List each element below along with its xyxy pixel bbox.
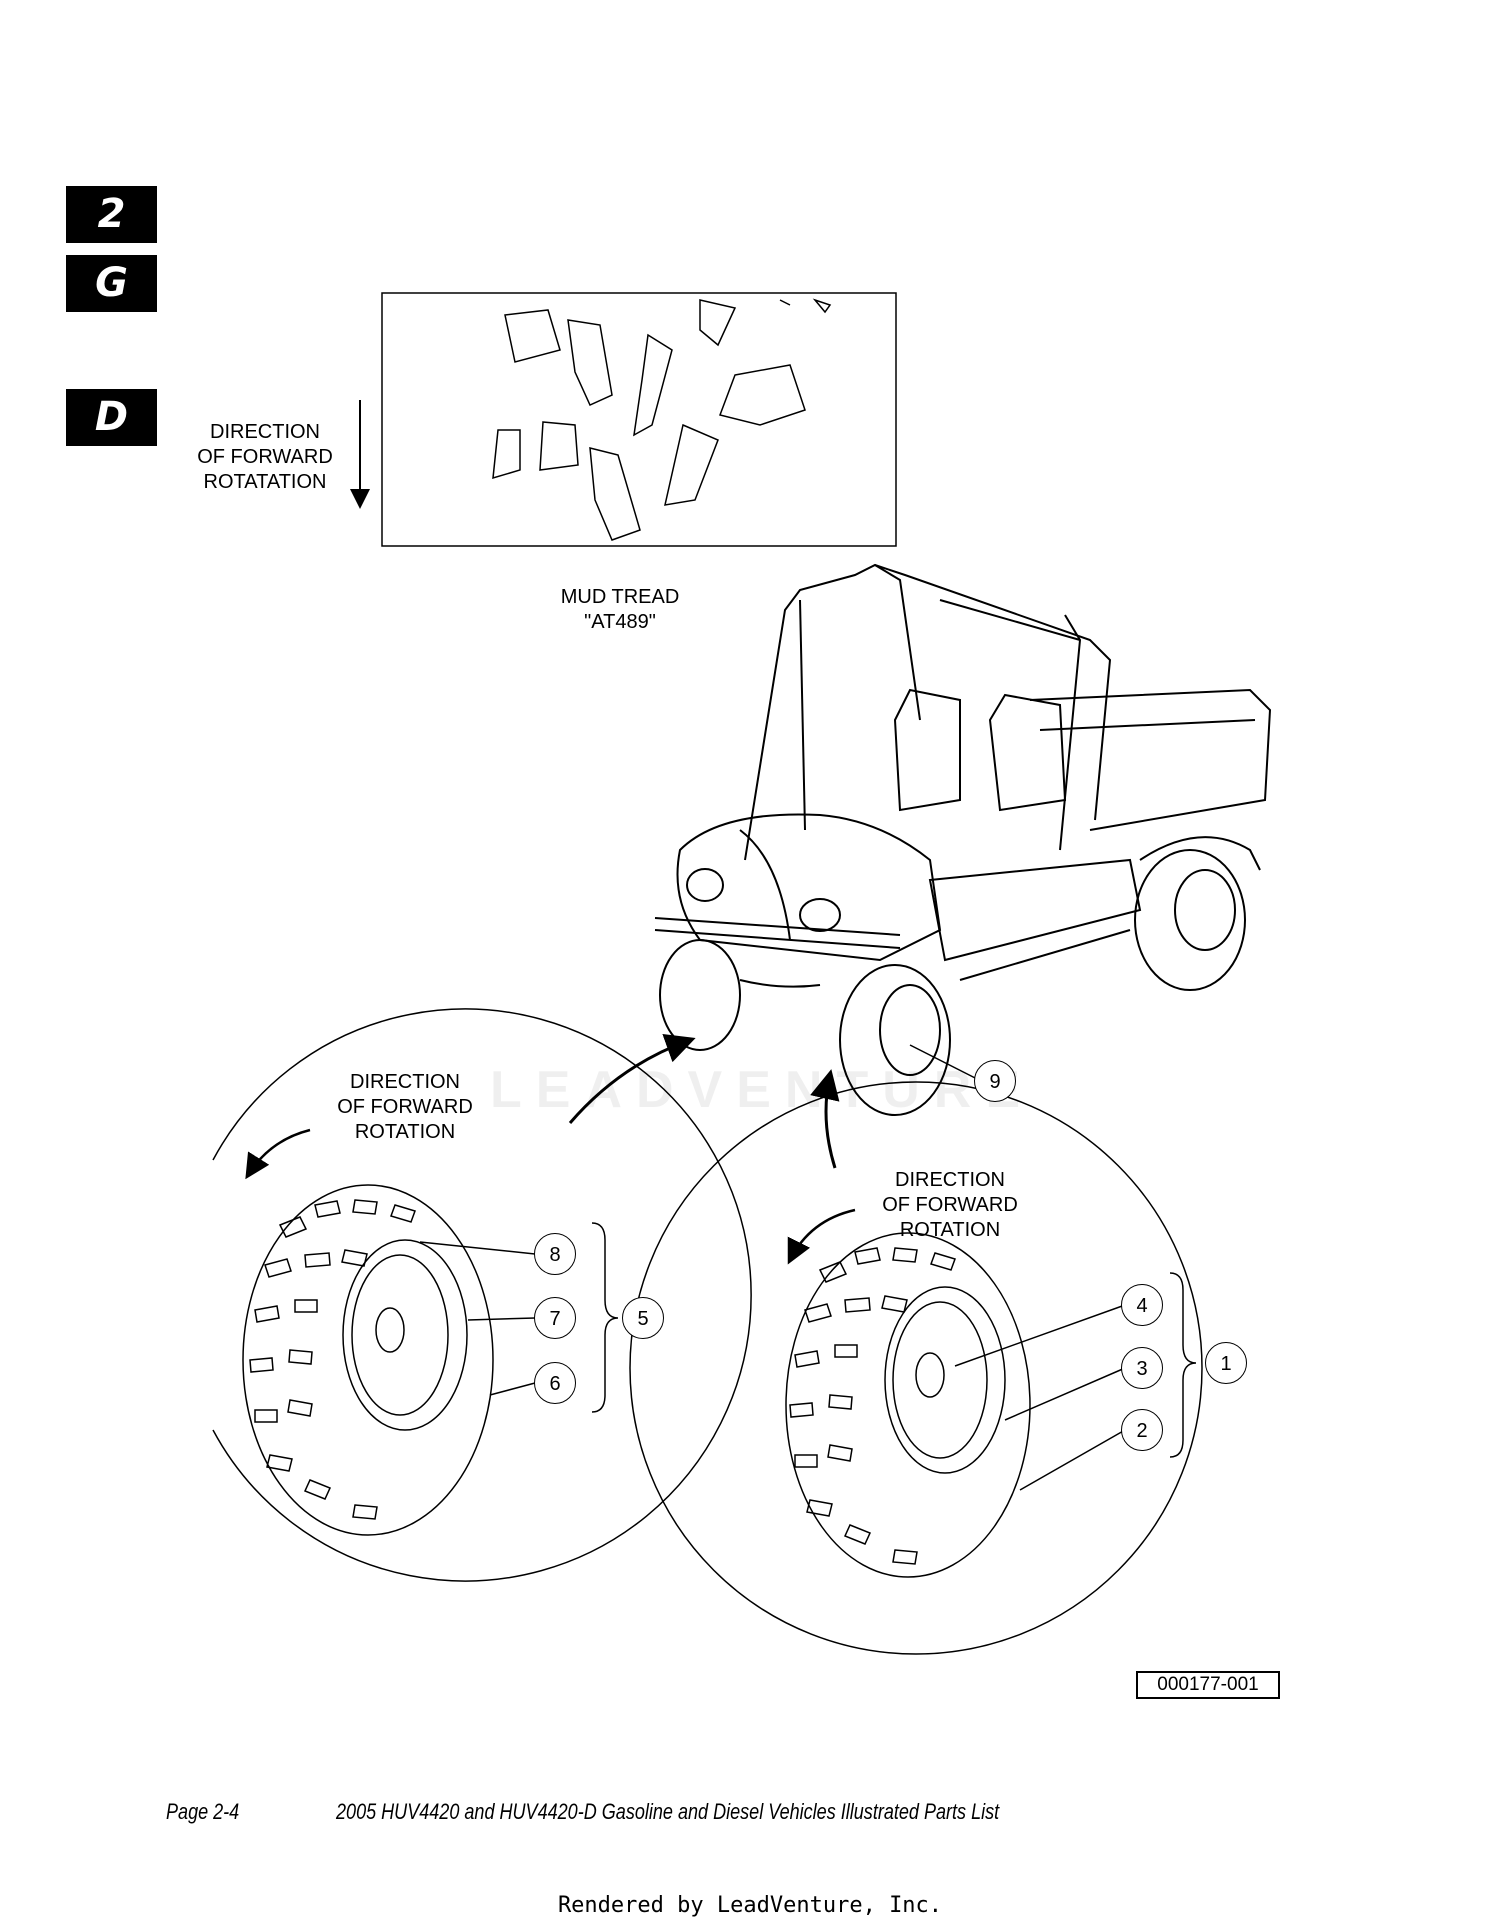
callout-7: 7 <box>534 1297 576 1339</box>
footer-page: Page 2-4 <box>166 1799 240 1824</box>
rendered-by-notice: Rendered by LeadVenture, Inc. <box>557 1893 943 1918</box>
callout-5: 5 <box>622 1297 664 1339</box>
section-tab-d: D <box>66 389 157 446</box>
section-tab-2: 2 <box>66 186 157 243</box>
left-wheel-detail <box>212 1008 752 1582</box>
utility-vehicle <box>654 563 1272 1116</box>
callout-3: 3 <box>1121 1347 1163 1389</box>
callout-2: 2 <box>1121 1409 1163 1451</box>
callout-4: 4 <box>1121 1284 1163 1326</box>
callout-1: 1 <box>1205 1342 1247 1384</box>
callout-6: 6 <box>534 1362 576 1404</box>
tread-detail <box>381 292 897 547</box>
footer-title: 2005 HUV4420 and HUV4420-D Gasoline and … <box>336 1799 1000 1824</box>
right-wheel-detail <box>629 1081 1203 1655</box>
section-tab-g: G <box>66 255 157 312</box>
watermark: LEADVENTURE <box>490 1061 1035 1119</box>
callout-9: 9 <box>974 1060 1016 1102</box>
figure-number: 000177-001 <box>1136 1671 1280 1699</box>
callout-8: 8 <box>534 1233 576 1275</box>
mud-tread-label: MUD TREAD"AT489" <box>560 586 680 633</box>
